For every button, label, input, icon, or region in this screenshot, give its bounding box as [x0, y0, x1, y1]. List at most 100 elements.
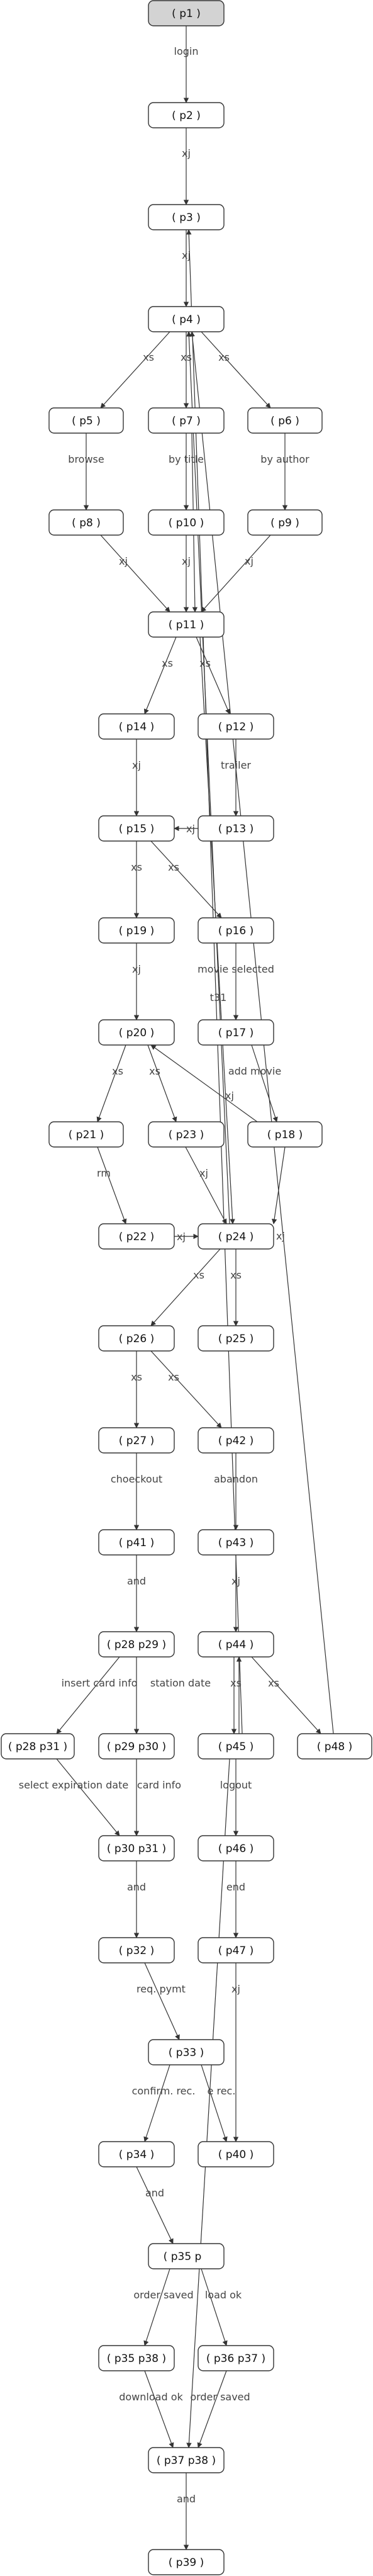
edge-label-order-saved: order saved [133, 2289, 193, 2301]
node-p28-p29[interactable]: ( p28 p29 ) [98, 1631, 175, 1658]
node-label: ( p7 ) [172, 415, 201, 427]
edge-p36p37-p37p38 [197, 2370, 227, 2448]
edge-p17-p18 [251, 1044, 278, 1122]
edge-label-xj: xj [182, 147, 191, 159]
node-p18[interactable]: ( p18 ) [247, 1121, 323, 1148]
edge-label-by-author: by author [260, 453, 309, 465]
node-p22[interactable]: ( p22 ) [98, 1223, 175, 1250]
edges [56, 26, 334, 2550]
node-p29-p30[interactable]: ( p29 p30 ) [98, 1733, 175, 1760]
node-label: ( p2 ) [172, 110, 201, 122]
edge-label-and: and [177, 2493, 196, 2505]
node-label: ( p11 ) [169, 619, 204, 631]
edge-p4-p6 [201, 331, 271, 409]
node-p26[interactable]: ( p26 ) [98, 1325, 175, 1352]
node-p17[interactable]: ( p17 ) [198, 1019, 274, 1046]
node-p2[interactable]: ( p2 ) [148, 102, 225, 128]
edge-label-xs: xs [230, 1677, 242, 1689]
node-p14[interactable]: ( p14 ) [98, 713, 175, 740]
node-p13[interactable]: ( p13 ) [198, 815, 274, 842]
node-p10[interactable]: ( p10 ) [148, 509, 225, 536]
edge-label-xs: xs [199, 657, 211, 669]
node-p42[interactable]: ( p42 ) [198, 1427, 274, 1454]
node-p21[interactable]: ( p21 ) [48, 1121, 124, 1148]
node-label: ( p35 p [164, 2251, 202, 2263]
edge-label-add-movie: add movie [228, 1065, 281, 1077]
edge-label-and: and [145, 2187, 164, 2199]
node-p4[interactable]: ( p4 ) [148, 306, 225, 332]
node-label: ( p41 ) [119, 1537, 155, 1549]
edge-label-rm: rm [97, 1167, 111, 1179]
node-p48[interactable]: ( p48 ) [297, 1733, 372, 1760]
edge-label-xj: xj [231, 1575, 240, 1587]
edge-label-logout: logout [220, 1779, 252, 1791]
node-p43[interactable]: ( p43 ) [198, 1529, 274, 1556]
node-p33[interactable]: ( p33 ) [148, 2039, 225, 2065]
node-p5[interactable]: ( p5 ) [48, 407, 124, 434]
node-label: ( p6 ) [270, 415, 299, 427]
node-p25[interactable]: ( p25 ) [198, 1325, 274, 1352]
edge-label-card-info: card info [137, 1779, 181, 1791]
edge-label-xj: xj [119, 555, 128, 567]
node-p27[interactable]: ( p27 ) [98, 1427, 175, 1454]
node-p19[interactable]: ( p19 ) [98, 917, 175, 944]
edge-p26-p42 [150, 1350, 222, 1428]
node-p16[interactable]: ( p16 ) [198, 917, 274, 944]
node-p15[interactable]: ( p15 ) [98, 815, 175, 842]
node-p45[interactable]: ( p45 ) [198, 1733, 274, 1760]
node-p44[interactable]: ( p44 ) [198, 1631, 274, 1658]
node-p39[interactable]: ( p39 ) [148, 2549, 225, 2575]
node-label: ( p28 p31 ) [8, 1741, 67, 1753]
node-p34[interactable]: ( p34 ) [98, 2141, 175, 2167]
node-p32[interactable]: ( p32 ) [98, 1937, 175, 1963]
node-p28-p31[interactable]: ( p28 p31 ) [1, 1733, 75, 1760]
node-label: ( p30 p31 ) [107, 1843, 166, 1855]
node-p46[interactable]: ( p46 ) [198, 1835, 274, 1861]
node-p30-p31[interactable]: ( p30 p31 ) [98, 1835, 175, 1861]
node-p47[interactable]: ( p47 ) [198, 1937, 274, 1963]
edge-label-xj: xj [199, 1167, 208, 1179]
node-p7[interactable]: ( p7 ) [148, 407, 225, 434]
node-p1[interactable]: ( p1 ) [148, 0, 225, 26]
node-label: ( p33 ) [169, 2047, 204, 2059]
node-p37-p38[interactable]: ( p37 p38 ) [148, 2447, 225, 2473]
edge-label-xs: xs [131, 861, 142, 873]
node-p35-p38[interactable]: ( p35 p38 ) [98, 2345, 175, 2371]
node-p11[interactable]: ( p11 ) [148, 611, 225, 638]
node-p20[interactable]: ( p20 ) [98, 1019, 175, 1046]
edge-p24-p26 [150, 1248, 221, 1326]
node-label: ( p18 ) [267, 1129, 303, 1141]
node-p12[interactable]: ( p12 ) [198, 713, 274, 740]
edge-label-xj: xj [276, 1230, 285, 1242]
node-label: ( p20 ) [119, 1027, 155, 1039]
node-p41[interactable]: ( p41 ) [98, 1529, 175, 1556]
edge-p34-p35 [136, 2166, 174, 2244]
node-p36-p37[interactable]: ( p36 p37 ) [198, 2345, 274, 2371]
node-p9[interactable]: ( p9 ) [247, 509, 323, 536]
node-label: ( p42 ) [218, 1435, 254, 1447]
edge-label-xs: xs [168, 861, 179, 873]
edge-label-insert-card-info: insert card info [62, 1677, 138, 1689]
node-p35[interactable]: ( p35 p [148, 2243, 225, 2269]
node-label: ( p32 ) [119, 1945, 155, 1957]
edge-label-xj: xj [182, 555, 191, 567]
node-label: ( p9 ) [270, 517, 299, 529]
node-label: ( p26 ) [119, 1333, 155, 1345]
node-p24[interactable]: ( p24 ) [198, 1223, 274, 1250]
edge-label-end: end [226, 1881, 245, 1893]
node-label: ( p1 ) [172, 8, 201, 20]
edge-label-xs: xs [168, 1371, 179, 1383]
node-p8[interactable]: ( p8 ) [48, 509, 124, 536]
node-p6[interactable]: ( p6 ) [247, 407, 323, 434]
edge-p4-p5 [100, 331, 170, 409]
edge-label-confirm-rec: confirm. rec. [132, 2085, 196, 2097]
edge-p24-p4-back [186, 331, 230, 1224]
edge-label-trailer: trailer [221, 759, 251, 771]
node-p23[interactable]: ( p23 ) [148, 1121, 225, 1148]
edge-p9-p11 [201, 534, 271, 613]
edge-label-xs: xs [181, 351, 192, 363]
edge-label-xs: xs [112, 1065, 123, 1077]
node-p3[interactable]: ( p3 ) [148, 204, 225, 230]
node-p40[interactable]: ( p40 ) [198, 2141, 274, 2167]
